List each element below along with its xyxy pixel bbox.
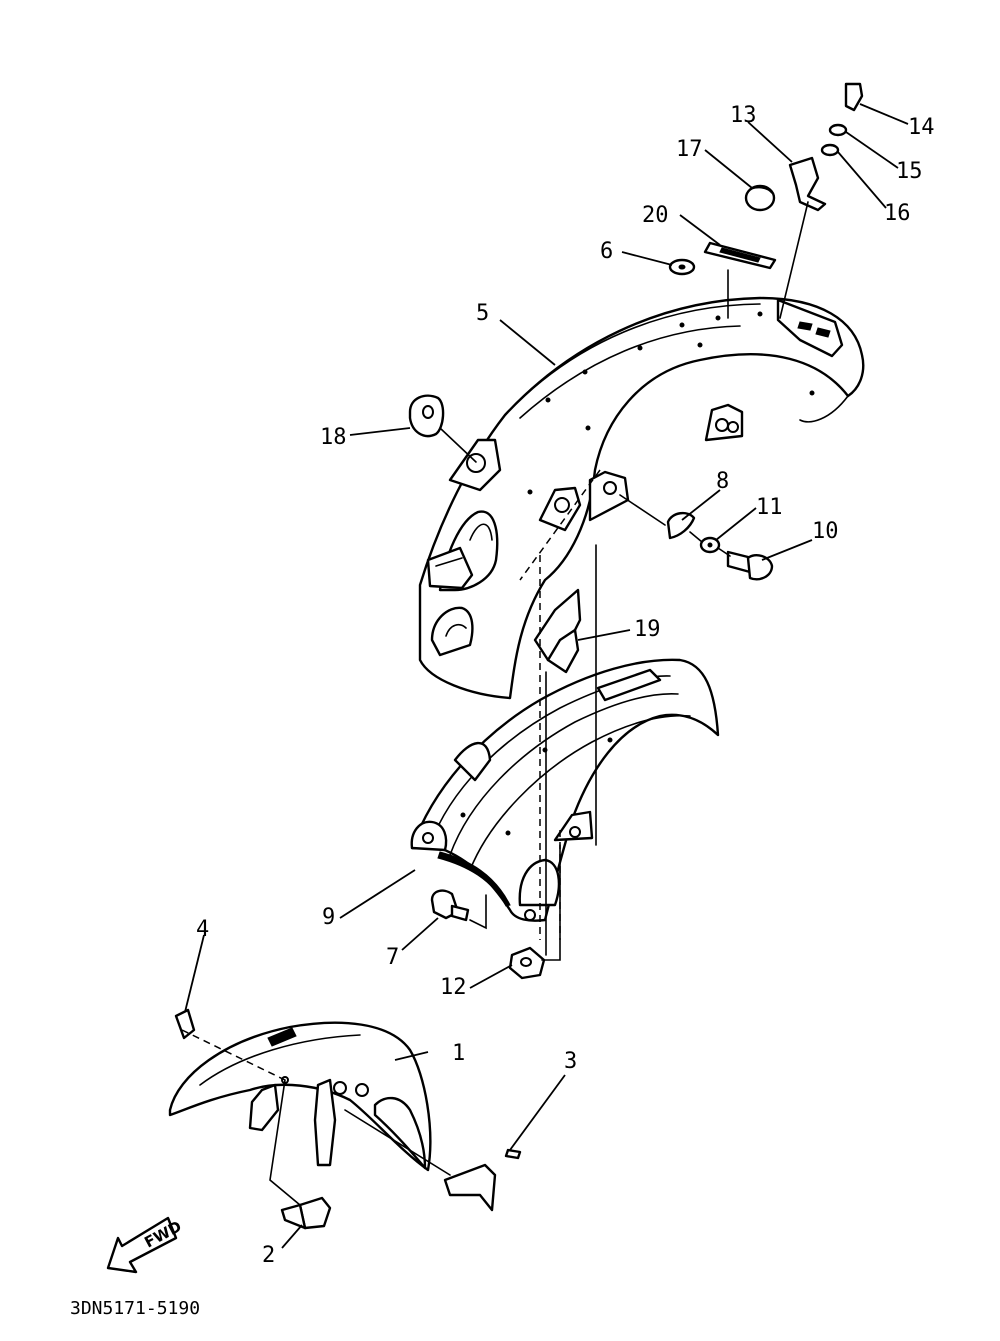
bolt-7 xyxy=(430,889,470,922)
callout-5: 5 xyxy=(476,301,489,326)
rear-fender xyxy=(418,296,865,700)
plate-19 xyxy=(546,628,580,674)
bolt-2 xyxy=(280,1196,332,1230)
callout-19: 19 xyxy=(634,617,661,642)
clip-nut-8 xyxy=(666,511,696,540)
assembly-lines xyxy=(181,201,809,1206)
callout-1: 1 xyxy=(452,1041,465,1066)
callout-15: 15 xyxy=(896,159,923,184)
nut-12 xyxy=(508,946,546,980)
callout-11: 11 xyxy=(756,495,783,520)
callout-9: 9 xyxy=(322,905,335,930)
callout-3: 3 xyxy=(564,1049,577,1074)
catalog-number: 3DN5171-5190 xyxy=(70,1298,200,1319)
callout-20: 20 xyxy=(642,203,669,228)
callout-4: 4 xyxy=(196,917,209,942)
bolt-10 xyxy=(726,550,774,581)
bracket-13 xyxy=(788,156,827,212)
callout-14: 14 xyxy=(908,115,935,140)
callout-6: 6 xyxy=(600,239,613,264)
callout-labels: 1 2 3 4 5 6 7 8 9 10 11 12 13 14 15 16 1… xyxy=(196,103,935,1268)
washer-11 xyxy=(699,536,721,554)
callout-13: 13 xyxy=(730,103,757,128)
forward-arrow-icon: FWD xyxy=(106,1216,185,1274)
callout-8: 8 xyxy=(716,469,729,494)
callout-10: 10 xyxy=(812,519,839,544)
washer-15 xyxy=(828,123,848,137)
decal-20 xyxy=(703,241,777,270)
callout-12: 12 xyxy=(440,975,467,1000)
cap-nut-17 xyxy=(744,184,776,212)
rear-inner-fender xyxy=(410,658,720,922)
grommet-18 xyxy=(408,394,445,438)
callout-18: 18 xyxy=(320,425,347,450)
callout-2: 2 xyxy=(262,1243,275,1268)
callout-7: 7 xyxy=(386,945,399,970)
washer-16 xyxy=(820,143,840,157)
screw-14 xyxy=(844,82,864,112)
callout-16: 16 xyxy=(884,201,911,226)
front-fender xyxy=(168,1021,432,1172)
clip-4 xyxy=(174,1008,196,1040)
callout-17: 17 xyxy=(676,137,703,162)
leader-lines xyxy=(184,103,909,1249)
hose-clamp-3 xyxy=(443,1148,522,1212)
washer-6 xyxy=(668,258,696,276)
